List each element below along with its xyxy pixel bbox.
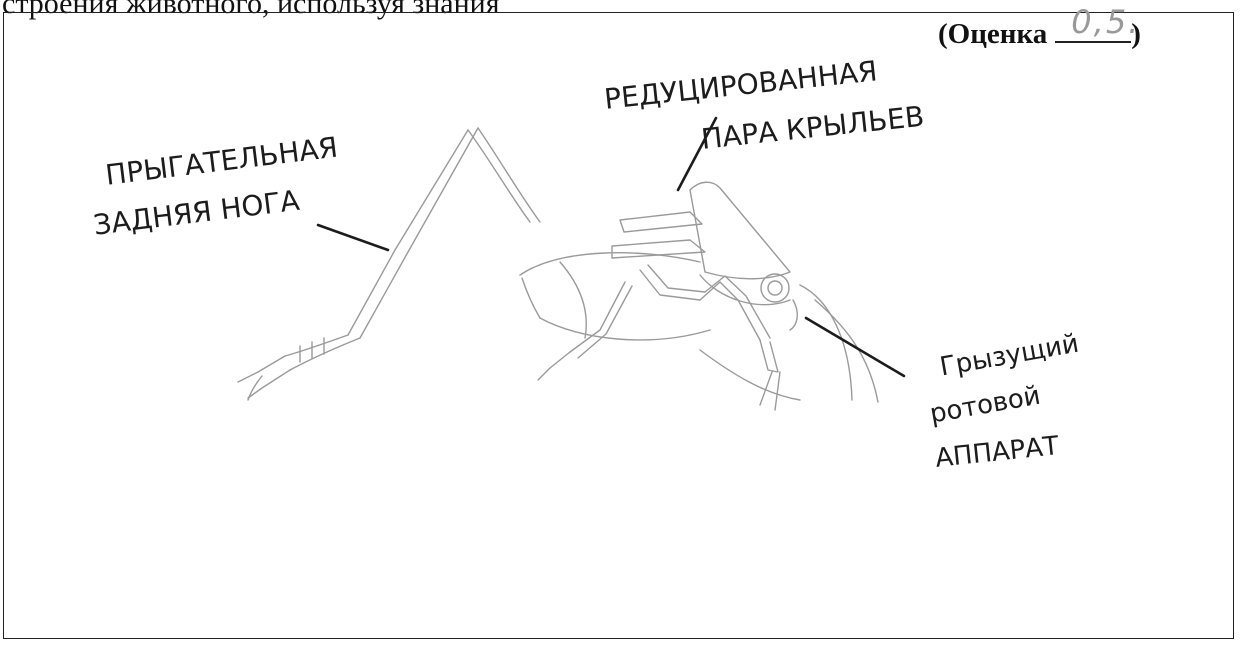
label-pointer-lines xyxy=(318,118,904,376)
grasshopper-sketch xyxy=(238,128,878,410)
